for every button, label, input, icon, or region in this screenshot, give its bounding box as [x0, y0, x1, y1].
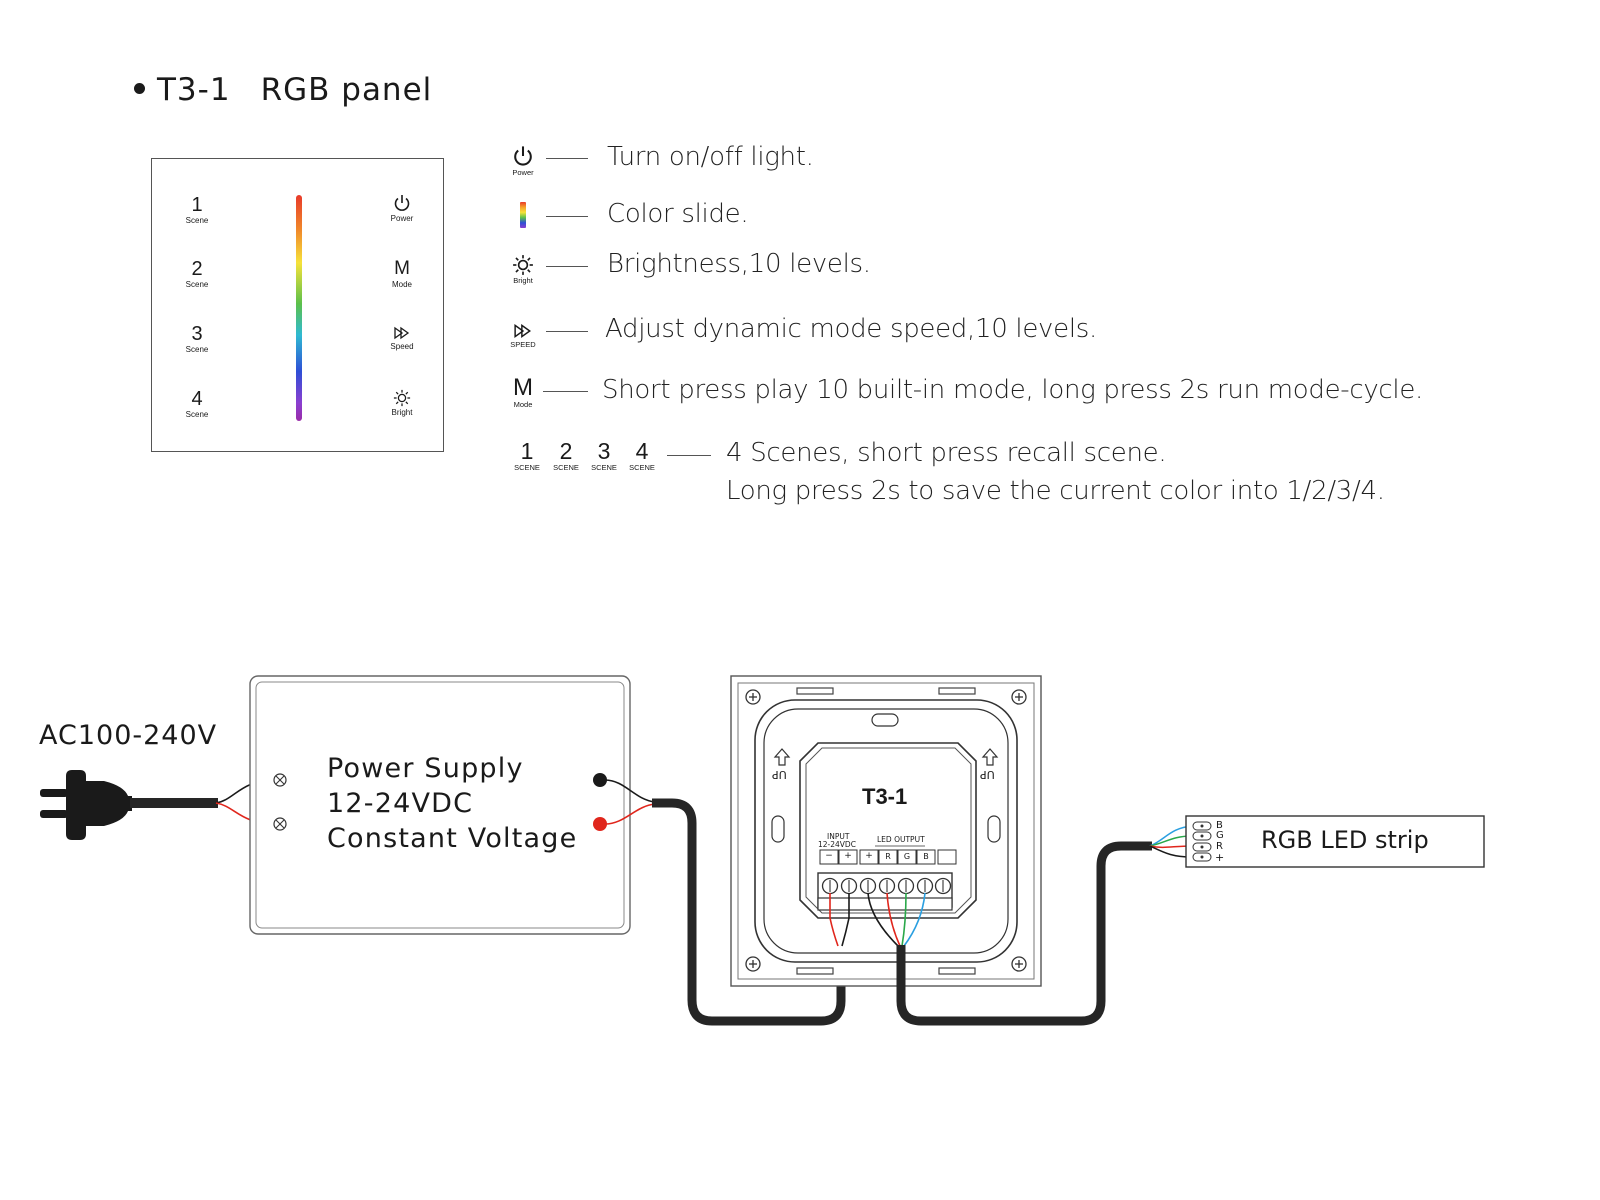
brightness-icon [393, 389, 411, 407]
scene-label: Scene [185, 410, 209, 419]
legend-scene-2: 2 SCENE [553, 438, 579, 473]
strip-pin-label: B [1216, 820, 1223, 831]
power-icon [394, 195, 410, 211]
scene-number: 2 [191, 258, 203, 280]
mode-button[interactable]: M Mode [377, 258, 427, 290]
brightness-button[interactable]: Bright [377, 389, 427, 417]
legend-text: Brightness,10 levels. [607, 249, 871, 279]
leader-line [543, 391, 588, 392]
legend-text-2: Long press 2s to save the current color … [726, 476, 1385, 506]
terminal-label: G [903, 852, 911, 861]
legend-scene-3: 3 SCENE [591, 438, 617, 473]
page-title: T3-1 RGB panel [134, 72, 432, 108]
scene-button-3[interactable]: 3 Scene [172, 324, 222, 354]
led-output-label: LED OUTPUT [877, 835, 925, 844]
heading-model: T3-1 [157, 72, 231, 108]
psu-line-1: Power Supply [327, 753, 524, 784]
controller-model: T3-1 [862, 784, 908, 809]
scene-number: 1 [191, 194, 203, 216]
scene-label: Scene [185, 280, 209, 289]
ac-plug-icon [40, 770, 218, 840]
strip-pin-label: + [1215, 851, 1225, 864]
up-label-right: UP [980, 768, 995, 781]
leader-line [546, 266, 588, 267]
leader-line [546, 331, 588, 332]
heading-name: RGB panel [260, 72, 433, 108]
input-label: INPUT [827, 832, 850, 841]
screw-icon [745, 689, 1027, 972]
legend-icon-label: Bright [513, 276, 533, 285]
terminal-label: − [825, 851, 833, 861]
input-voltage-label: 12-24VDC [818, 840, 856, 849]
legend-scene-1: 1 SCENE [514, 438, 540, 473]
strip-label: RGB LED strip [1261, 826, 1429, 854]
power-supply-box [249, 675, 631, 935]
color-bar-mini [520, 202, 526, 228]
legend-text: Turn on/off light. [607, 142, 814, 172]
legend-scene-4: 4 SCENE [629, 438, 655, 473]
psu-line-2: 12-24VDC [327, 788, 474, 819]
rgb-led-strip [1185, 815, 1485, 868]
brightness-icon [513, 255, 533, 275]
scene-button-2[interactable]: 2 Scene [172, 259, 222, 289]
color-slide-icon [505, 202, 541, 228]
brightness-label: Bright [391, 408, 413, 417]
psu-line-3: Constant Voltage [327, 823, 578, 854]
scene-label: Scene [185, 345, 209, 354]
terminal-label: B [923, 852, 929, 861]
scene-button-1[interactable]: 1 Scene [172, 195, 222, 225]
scene-number: 3 [191, 323, 203, 345]
legend-icon-label: Power [512, 168, 534, 177]
leader-line [546, 158, 588, 159]
legend-text: Short press play 10 built-in mode, long … [602, 375, 1424, 405]
terminal-label: + [844, 851, 852, 861]
legend-text: 4 Scenes, short press recall scene. [726, 438, 1167, 468]
power-icon [514, 146, 532, 166]
terminal-label: R [885, 852, 891, 861]
bullet-dot [134, 83, 145, 94]
panel-front-view: 1 Scene 2 Scene 3 Scene 4 Scene Power M … [151, 158, 444, 452]
mode-glyph: M [513, 374, 533, 401]
controller-back-view [730, 675, 1042, 987]
mode-label: Mode [391, 280, 412, 289]
speed-button[interactable]: Speed [377, 325, 427, 351]
up-label-left: UP [772, 768, 787, 781]
color-slider[interactable] [296, 195, 302, 421]
legend-power: Power [505, 144, 541, 177]
power-button[interactable]: Power [377, 193, 427, 223]
power-label: Power [390, 214, 414, 223]
scene-number: 4 [191, 388, 203, 410]
legend-text: Adjust dynamic mode speed,10 levels. [605, 314, 1097, 344]
scene-button-4[interactable]: 4 Scene [172, 389, 222, 419]
speed-label: Speed [390, 342, 414, 351]
strip-pin-label: G [1216, 830, 1224, 841]
speed-icon [514, 323, 532, 339]
terminal-label: + [865, 851, 873, 861]
strip-pin-label: R [1216, 841, 1223, 852]
legend-icon-label: SPEED [510, 340, 536, 349]
legend-speed: SPEED [505, 322, 541, 349]
leader-line [667, 455, 711, 456]
scene-label: Scene [185, 216, 209, 225]
mode-glyph: M [394, 258, 410, 279]
legend-brightness: Bright [505, 254, 541, 285]
up-arrow-icon [773, 748, 999, 766]
speed-icon [394, 326, 410, 340]
leader-line [546, 216, 588, 217]
legend-mode: M Mode [505, 374, 541, 410]
legend-text: Color slide. [607, 199, 749, 229]
legend-icon-label: Mode [513, 400, 533, 409]
ac-input-label: AC100-240V [39, 720, 218, 751]
